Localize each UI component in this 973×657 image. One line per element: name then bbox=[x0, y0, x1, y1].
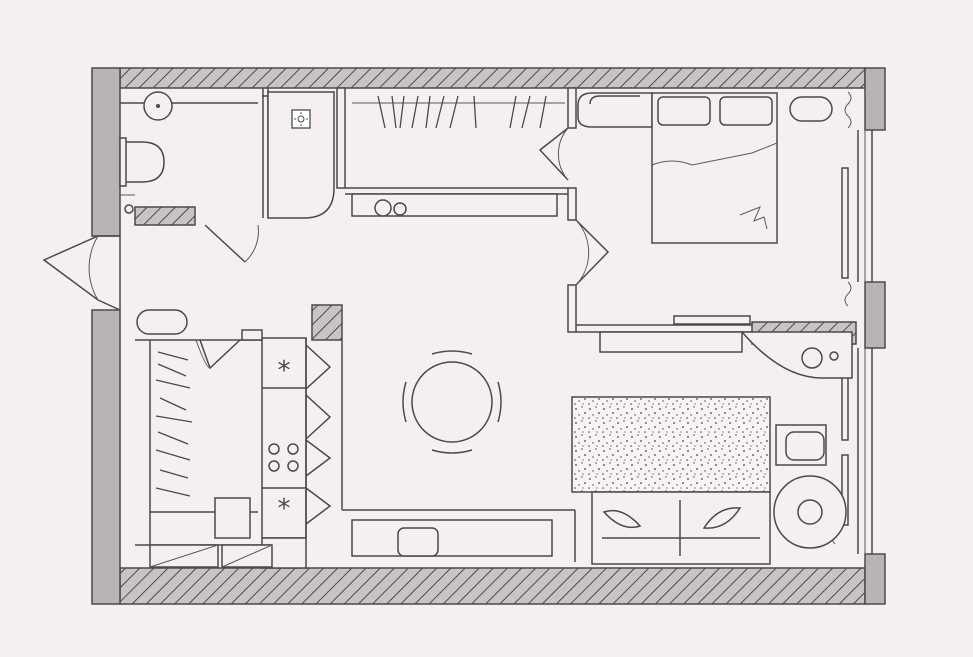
south-wall bbox=[119, 567, 866, 605]
shower-tray bbox=[267, 91, 335, 219]
cushion-left bbox=[602, 509, 642, 529]
bedroom-window-sill bbox=[841, 167, 849, 279]
east-wall-top bbox=[864, 67, 886, 131]
chair-top bbox=[431, 350, 473, 355]
washer-knob-2 bbox=[393, 202, 407, 216]
east-wall-middle bbox=[864, 281, 886, 349]
toilet bbox=[121, 141, 165, 183]
chair-right bbox=[497, 381, 502, 423]
fridge-symbol: * bbox=[278, 356, 291, 386]
bedroom bbox=[577, 92, 853, 379]
hall-bench bbox=[136, 309, 188, 335]
bathroom bbox=[119, 91, 259, 263]
kitchen-counter bbox=[261, 337, 307, 539]
sun-icon bbox=[294, 112, 308, 126]
living-window-sill-2 bbox=[841, 454, 849, 526]
hall-cabinet bbox=[214, 497, 251, 539]
cushion-right bbox=[702, 507, 742, 529]
chair-left bbox=[402, 381, 407, 423]
shower bbox=[262, 91, 335, 219]
living-room bbox=[342, 350, 847, 565]
dining-table bbox=[411, 361, 493, 443]
curtain-2 bbox=[844, 281, 852, 307]
washer-knob-1 bbox=[374, 199, 392, 217]
desk bbox=[740, 331, 853, 379]
bedroom-doors bbox=[538, 127, 610, 286]
bathroom-door bbox=[204, 224, 246, 263]
sofa bbox=[591, 491, 771, 565]
west-wall-upper bbox=[91, 67, 121, 237]
north-wall bbox=[119, 67, 866, 89]
rug bbox=[571, 396, 771, 493]
wardrobe-closet bbox=[351, 95, 565, 217]
entry-door bbox=[42, 235, 121, 311]
tv-shape bbox=[397, 527, 439, 557]
curtain-1 bbox=[844, 91, 852, 129]
east-wall-bottom bbox=[864, 553, 886, 605]
pillow-left bbox=[657, 96, 711, 126]
west-wall-lower bbox=[91, 309, 121, 605]
hall-wardrobe bbox=[135, 309, 273, 568]
exterior-walls bbox=[91, 67, 886, 605]
chair-bottom bbox=[431, 449, 473, 454]
pillow-right bbox=[719, 96, 773, 126]
tv-console bbox=[673, 315, 751, 325]
nightstand-right bbox=[789, 96, 833, 122]
tv-unit bbox=[351, 519, 553, 557]
bench bbox=[599, 331, 743, 353]
shower-drain bbox=[291, 109, 311, 129]
stove-icon bbox=[268, 443, 299, 472]
kitchen: * * bbox=[261, 337, 343, 569]
living-window-sill-1 bbox=[841, 369, 849, 441]
freezer-symbol: * bbox=[278, 494, 291, 524]
